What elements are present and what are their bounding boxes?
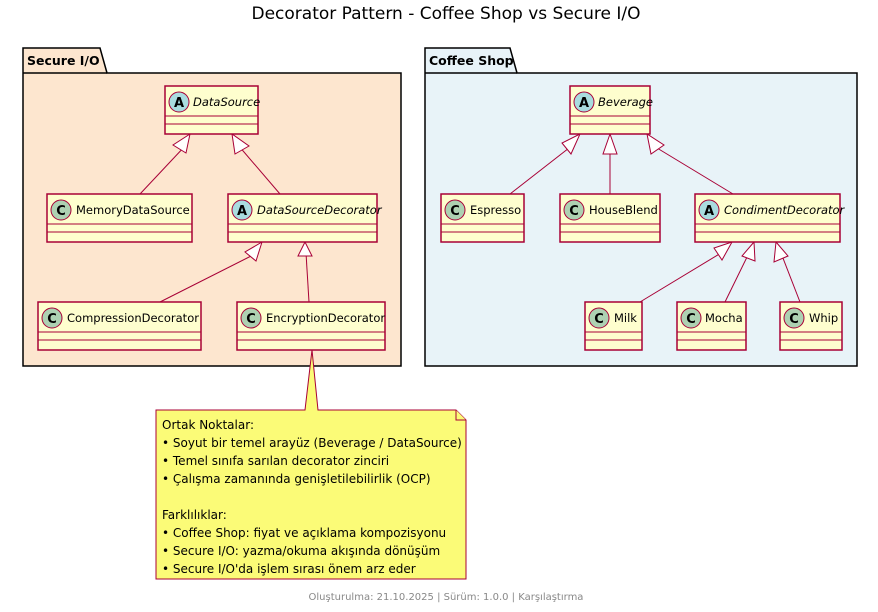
class-name: HouseBlend [589,203,658,217]
package-title: Coffee Shop [429,53,514,68]
class-name: Espresso [470,203,521,217]
class-name: EncryptionDecorator [266,311,385,325]
class-icon: C [789,312,799,327]
class-memorydatasource[interactable]: C MemoryDataSource [46,193,193,243]
inheritance-arrowheads-secure-io [172,132,313,262]
note-line: • Secure I/O'da işlem sırası önem arz ed… [162,562,416,576]
class-name: Whip [809,311,838,325]
diagram-title: Decorator Pattern - Coffee Shop vs Secur… [251,4,640,24]
note-line: • Temel sınıfa sarılan decorator zinciri [162,454,389,468]
abstract-class-icon: A [579,96,589,111]
class-name: Mocha [705,311,743,325]
class-icon: C [56,204,66,219]
class-datasourcedecorator[interactable]: A DataSourceDecorator [227,193,383,243]
class-encryptiondecorator[interactable]: C EncryptionDecorator [236,301,386,351]
footer-caption: Oluşturulma: 21.10.2025 | Sürüm: 1.0.0 |… [309,592,584,603]
class-icon: C [569,204,579,219]
class-mocha[interactable]: C Mocha [676,301,747,351]
class-compressiondecorator[interactable]: C CompressionDecorator [37,301,202,351]
inheritance-edges-secure-io [139,144,310,303]
package-secure-io: Secure I/O [22,47,402,367]
note-line: Ortak Noktalar: [162,418,254,432]
class-datasource[interactable]: A DataSource [164,85,260,135]
class-beverage[interactable]: A Beverage [569,85,653,135]
class-houseblend[interactable]: C HouseBlend [559,193,661,243]
class-icon: C [246,312,256,327]
class-icon: C [450,204,460,219]
class-icon: C [594,312,604,327]
class-espresso[interactable]: C Espresso [440,193,525,243]
package-title: Secure I/O [27,53,100,68]
inheritance-edges-coffee-shop [509,147,801,303]
class-name: DataSource [193,95,260,109]
note-line: Farklılıklar: [162,508,227,522]
inheritance-arrowheads-coffee-shop [561,132,789,263]
class-name: CondimentDecorator [724,203,846,217]
note-line: • Çalışma zamanında genişletilebilirlik … [162,472,431,486]
class-name: Beverage [598,95,653,109]
class-icon: C [47,312,57,327]
abstract-class-icon: A [237,204,247,219]
class-milk[interactable]: C Milk [584,301,643,351]
comparison-note: Ortak Noktalar: • Soyut bir temel arayüz … [155,349,467,580]
class-name: CompressionDecorator [67,311,199,325]
class-icon: C [686,312,696,327]
class-name: MemoryDataSource [76,203,190,217]
class-condimentdecorator[interactable]: A CondimentDecorator [694,193,846,243]
class-name: Milk [614,311,637,325]
abstract-class-icon: A [174,96,184,111]
class-whip[interactable]: C Whip [779,301,843,351]
note-line: • Soyut bir temel arayüz (Beverage / Dat… [162,436,462,450]
note-line: • Secure I/O: yazma/okuma akışında dönüş… [162,544,440,558]
abstract-class-icon: A [704,204,714,219]
note-line: • Coffee Shop: fiyat ve açıklama kompozi… [162,526,446,540]
class-name: DataSourceDecorator [257,203,383,217]
